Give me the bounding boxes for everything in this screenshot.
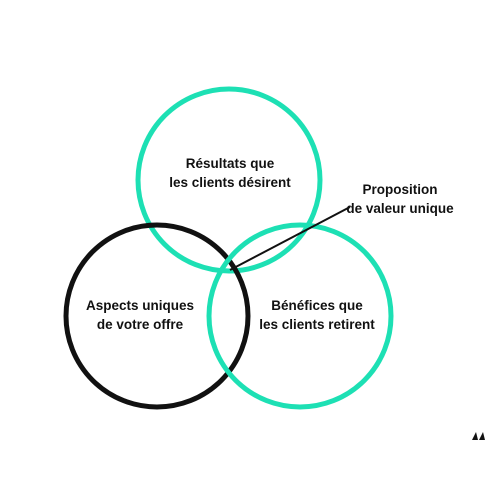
circle-unique-aspects	[63, 222, 251, 410]
callout-line-2: de valeur unique	[346, 201, 454, 216]
brand-logo-mark	[472, 432, 485, 440]
callout-line-1: Proposition	[362, 182, 438, 197]
label-desired-results-line-1: Résultats que	[185, 156, 275, 171]
label-unique-aspects: Aspects uniques de votre offre	[60, 296, 220, 334]
label-desired-results: Résultats que les clients désirent	[150, 154, 310, 192]
circle-client-benefits	[206, 222, 394, 410]
label-unique-aspects-line-2: de votre offre	[96, 317, 184, 332]
label-unique-aspects-line-1: Aspects uniques	[85, 298, 195, 313]
circle-desired-results	[135, 86, 323, 274]
label-client-benefits-line-1: Bénéfices que	[271, 298, 363, 313]
label-desired-results-line-2: les clients désirent	[169, 175, 291, 190]
label-client-benefits: Bénéfices que les clients retirent	[232, 296, 402, 334]
callout-pointer-line	[229, 206, 351, 271]
label-client-benefits-line-2: les clients retirent	[259, 317, 375, 332]
callout-unique-value-proposition: Proposition de valeur unique	[335, 180, 465, 218]
